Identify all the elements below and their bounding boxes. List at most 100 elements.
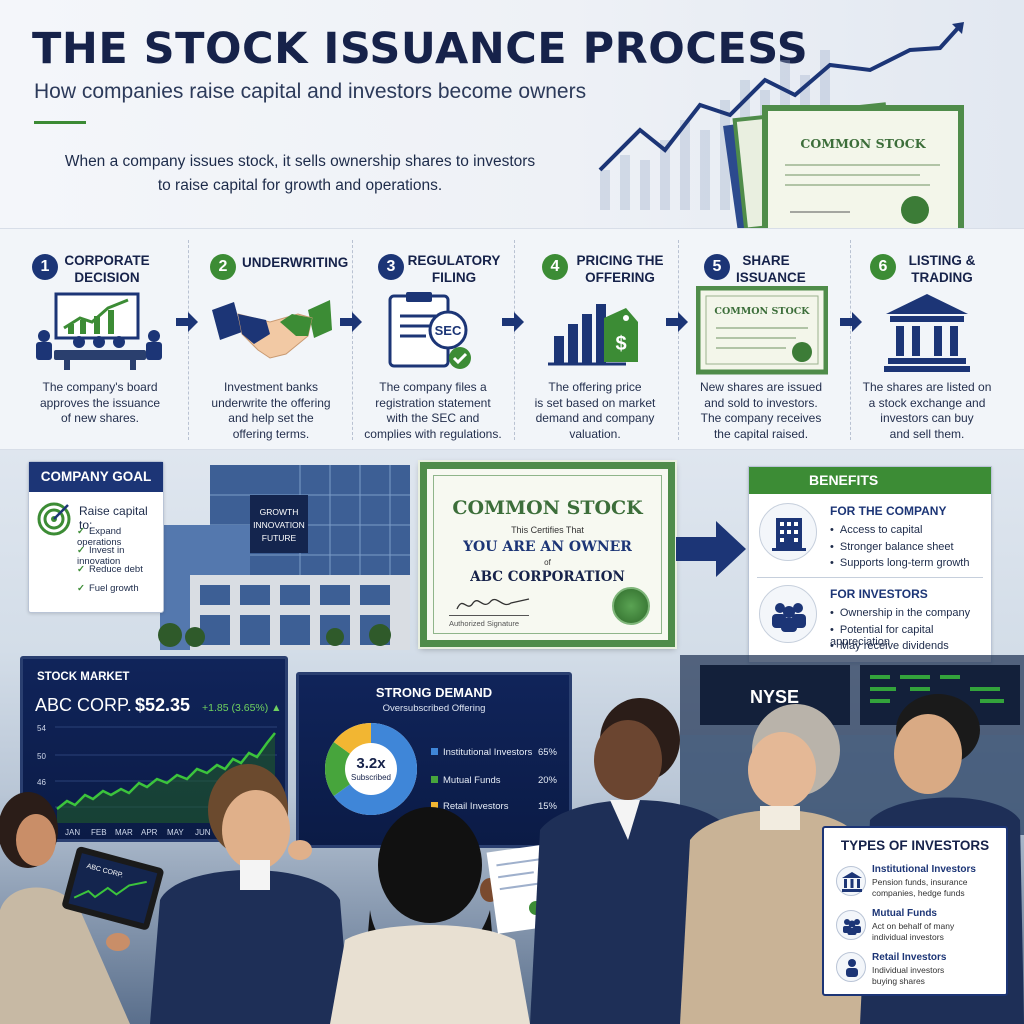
step-regulatory-filing: 3 REGULATORY FILING SEC The company file… (362, 238, 504, 443)
certificate-of-text: of (544, 558, 551, 567)
sec-document-icon: SEC (388, 292, 471, 369)
step-listing-and-trading: 6 LISTING & TRADING The shares are liste… (852, 238, 1002, 443)
process-steps (0, 228, 1024, 450)
building-sign-line: INNOVATION (253, 520, 305, 530)
x-tick: MAR (115, 828, 133, 837)
step-pricing-the-offering: 4 PRICING THE OFFERING $ The offering pr… (524, 238, 666, 443)
step-title-line: ISSUANCE (736, 270, 806, 285)
market-ticker: ABC CORP. (35, 695, 132, 715)
price-chart-icon: $ (548, 304, 638, 366)
certificate-icon-label: COMMON STOCK (714, 306, 810, 317)
target-icon (37, 502, 71, 536)
intro-text: When a company issues stock, it sells ow… (40, 150, 560, 198)
step-underwriting: 2 UNDERWRITING Investment banks underwri… (196, 238, 348, 443)
goal-item: ✓Fuel growth (77, 583, 163, 602)
investors-people-illustration: ABC CORP. (0, 694, 1024, 1024)
step-title-line: OFFERING (585, 270, 655, 285)
step-description: The company's board approves the issuanc… (20, 380, 180, 427)
arrow-right-icon (666, 312, 688, 332)
step-desc-line: underwrite the offering (211, 395, 331, 410)
arrow-right-icon (840, 312, 862, 332)
legend-swatch (431, 802, 438, 809)
benefits-panel: BENEFITS FOR THE COMPANY Access to capit… (748, 466, 992, 663)
check-icon: ✓ (77, 545, 85, 556)
legend-swatch (431, 748, 438, 755)
investor-type-title: Institutional Investors (872, 864, 976, 875)
step-title: PRICING THE OFFERING (574, 252, 666, 286)
certificate-company: ABC CORPORATION (470, 569, 625, 585)
investors-group-icon (759, 585, 817, 643)
x-tick: JAN (65, 828, 80, 837)
large-arrow-right-icon (676, 521, 746, 577)
demand-subheading: Oversubscribed Offering (382, 703, 486, 714)
step-desc-line: Investment banks (223, 380, 319, 394)
benefit-item: Ownership in the company (830, 607, 991, 624)
check-icon: ✓ (77, 526, 85, 537)
investor-desc-line: buying shares (872, 975, 925, 986)
step-desc-line: offering terms. (232, 426, 310, 441)
step-description: Investment banks underwrite the offering… (196, 380, 346, 442)
step-title-line: PRICING THE (576, 253, 664, 268)
step-title-line: LISTING & (908, 253, 976, 268)
legend-value: 20% (537, 775, 557, 786)
market-change: +1.85 (3.65%) ▲ (202, 702, 282, 714)
step-desc-line: demand and company (535, 411, 655, 425)
investor-type-desc: Individual investors buying shares (872, 965, 1004, 986)
step-number: 1 (32, 254, 58, 280)
benefit-item: Potential for capital appreciation (830, 624, 991, 648)
benefits-company-list: Access to capital Stronger balance sheet… (830, 524, 970, 574)
step-number: 5 (704, 254, 730, 280)
company-goal-card: COMPANY GOAL Raise capital to: ✓Expand o… (28, 461, 164, 613)
check-icon: ✓ (77, 583, 85, 594)
step-desc-line: approves the issuance (39, 395, 161, 410)
step-title-line: TRADING (911, 270, 973, 285)
legend-label: Retail Investors (443, 801, 509, 812)
step-title-line: SHARE (742, 253, 790, 268)
step-title-line: REGULATORY (407, 253, 501, 268)
goal-item: ✓Reduce debt (77, 564, 163, 583)
step-divider (678, 240, 679, 440)
step-desc-line: of new shares. (60, 411, 140, 425)
market-price: $52.35 (135, 695, 191, 715)
benefits-company-title: FOR THE COMPANY (830, 504, 947, 518)
certificate-seal-icon (612, 587, 650, 625)
benefits-separator (757, 577, 983, 578)
step-desc-line: the capital raised. (713, 426, 809, 441)
step-title: LISTING & TRADING (902, 252, 982, 286)
stock-certificate: COMMON STOCK This Certifies That YOU ARE… (418, 460, 677, 649)
investor-type-title: Mutual Funds (872, 908, 937, 919)
investor-types-heading: TYPES OF INVESTORS (840, 838, 990, 853)
demand-heading: STRONG DEMAND (375, 685, 493, 700)
step-desc-line: New shares are issued (699, 380, 823, 394)
benefits-investor-list: Ownership in the company Potential for c… (830, 607, 991, 657)
x-tick: JUN (195, 828, 211, 837)
arrow-right-icon (176, 312, 198, 332)
header-section: THE STOCK ISSUANCE PROCESS How companies… (0, 0, 1024, 228)
arrow-right-icon (340, 312, 362, 332)
x-tick: FEB (91, 828, 107, 837)
step-description: New shares are issued and sold to invest… (686, 380, 836, 442)
retail-investor-icon (836, 952, 866, 982)
signature-scribble (456, 598, 530, 610)
subscription-multiple: 3.2x (356, 755, 386, 772)
company-goal-heading: COMPANY GOAL (29, 462, 163, 492)
step-number: 2 (210, 254, 236, 280)
page-subtitle: How companies raise capital and investor… (34, 80, 587, 103)
step-desc-line: and help set the (228, 411, 314, 425)
step-number: 6 (870, 254, 896, 280)
handshake-icon (212, 300, 332, 359)
step-title: UNDERWRITING (242, 254, 348, 271)
investor-desc-line: Individual investors (872, 965, 945, 975)
company-goal-lead: Raise capital to: (79, 504, 148, 532)
benefit-item: Stronger balance sheet (830, 541, 969, 558)
step-number: 3 (378, 254, 404, 280)
subscription-donut-chart (325, 723, 417, 815)
step-desc-line: The company's board (42, 380, 158, 394)
legend-row: Retail Investors 15% (431, 801, 557, 812)
step-share-issuance: 5 SHARE ISSUANCE COMMON STOCK New shares… (686, 238, 836, 443)
building-sign-line: FUTURE (262, 533, 297, 543)
investor-type-desc: Act on behalf of many individual investo… (872, 921, 1004, 942)
certificate-icon: COMMON STOCK (696, 286, 828, 375)
intro-line-2: to raise capital for growth and operatio… (157, 177, 443, 194)
